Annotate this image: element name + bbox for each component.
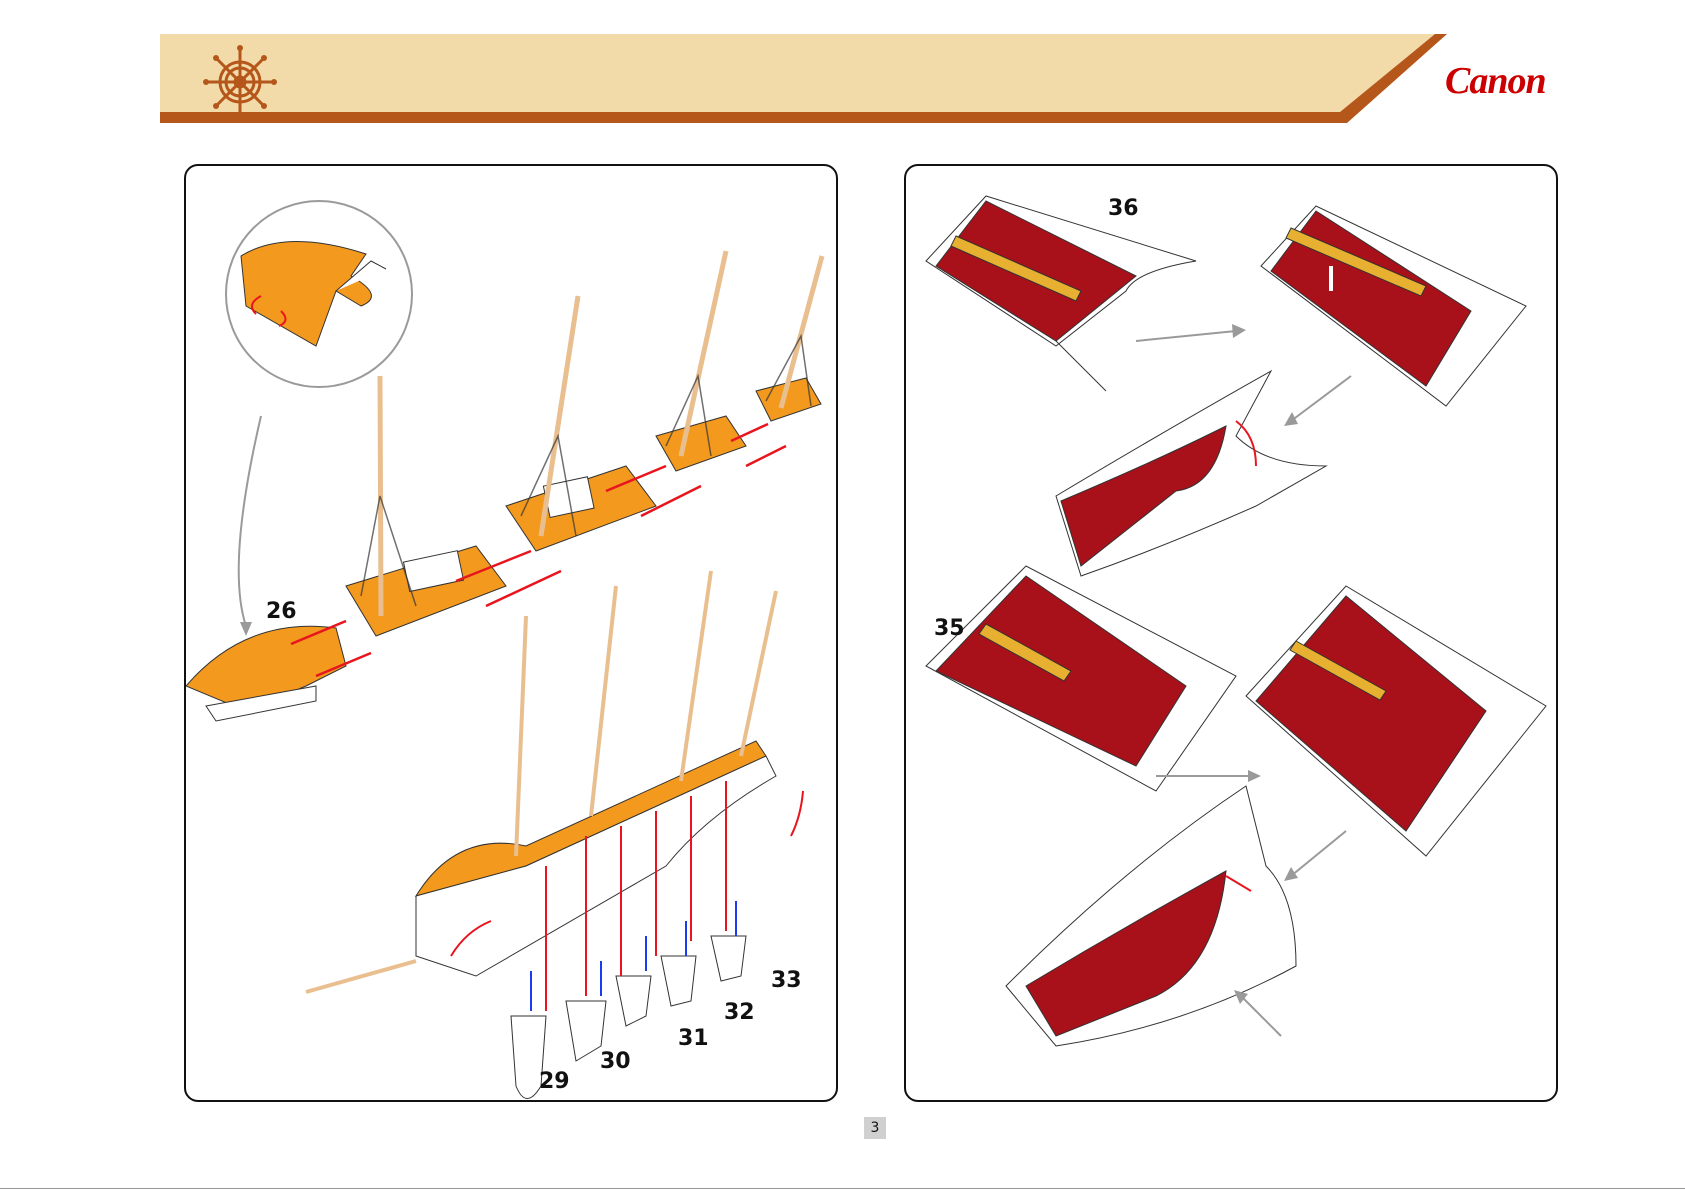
step-label-35: 35 <box>934 618 965 640</box>
brand-logo: Canon <box>1445 62 1546 100</box>
step-label-36: 36 <box>1108 198 1139 220</box>
keel-piece-33 <box>711 936 746 981</box>
ship-wheel-icon <box>200 42 280 122</box>
page-number: 3 <box>864 1117 886 1139</box>
bowsprit <box>306 961 416 992</box>
keel-piece-31 <box>616 976 651 1026</box>
right-instruction-panel: 36 35 <box>904 164 1558 1102</box>
bottom-rule <box>0 1188 1685 1189</box>
mast-lower-1 <box>516 616 526 856</box>
mast-lower-3 <box>681 571 711 781</box>
step-label-31: 31 <box>678 1028 709 1050</box>
deck-section-4 <box>656 416 746 471</box>
gray-step-arrow <box>1136 331 1236 341</box>
mast-lower-2 <box>591 586 616 816</box>
step-label-29: 29 <box>539 1071 570 1093</box>
header-band <box>160 34 1435 112</box>
step-label-26: 26 <box>266 601 297 623</box>
keel-piece-32 <box>661 956 696 1006</box>
step-label-33: 33 <box>771 970 802 992</box>
step-label-30: 30 <box>600 1051 631 1073</box>
left-instruction-panel: 26 29 30 31 32 33 <box>184 164 838 1102</box>
page-header: Canon <box>0 0 1685 140</box>
ship-assembly-diagram <box>186 166 838 1102</box>
step-label-32: 32 <box>724 1002 755 1024</box>
mast-lower-4 <box>741 591 776 756</box>
hull-assembly-diagram <box>906 166 1558 1102</box>
detail-pointer-line <box>239 416 261 626</box>
